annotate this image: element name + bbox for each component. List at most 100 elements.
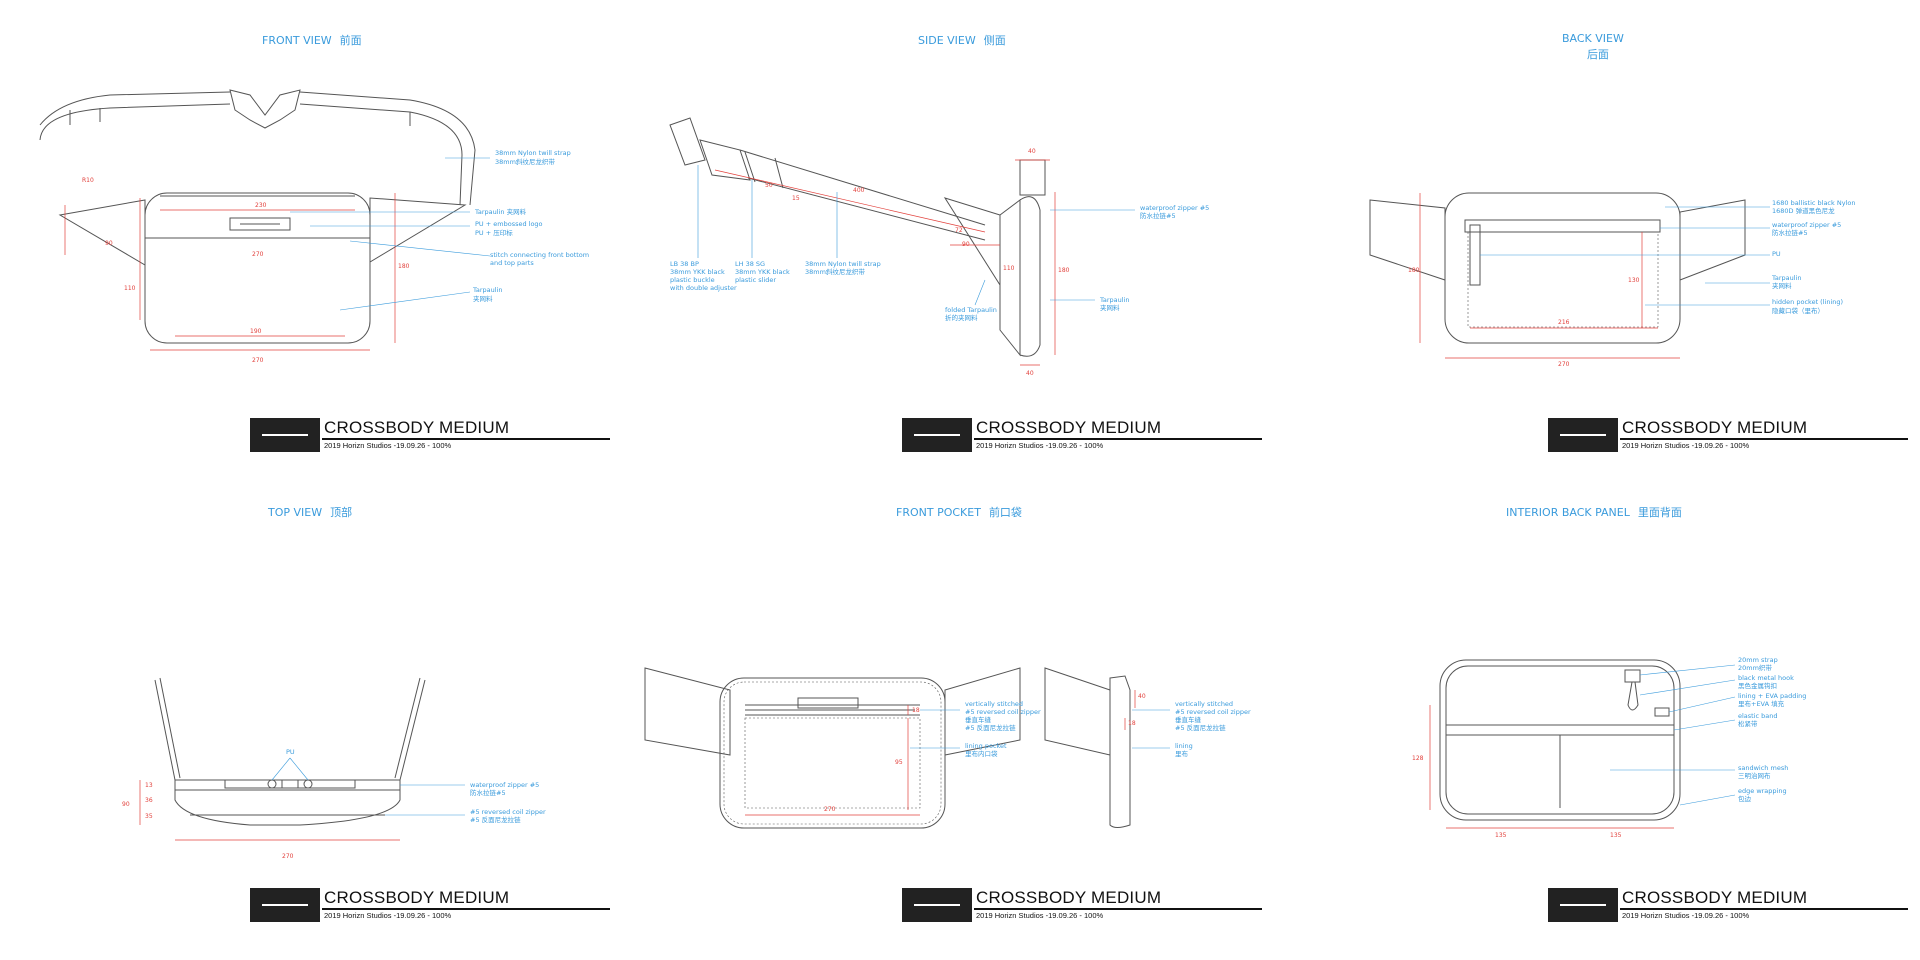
dim-95: 95	[895, 759, 903, 766]
ann-stitch: stitch connecting front bottom	[490, 251, 589, 259]
title-block-subtitle: 2019 Horizn Studios -19.09.26 - 100%	[976, 441, 1104, 450]
ann-edge-cn: 包边	[1738, 794, 1752, 803]
view-label-en: TOP VIEW	[268, 506, 323, 519]
dim-18-side: 18	[1128, 720, 1136, 727]
ann-zipper: waterproof zipper #5	[1772, 221, 1841, 229]
ann-stitch-2: and top parts	[490, 259, 534, 267]
ann-tarpaulin: Tarpaulin	[1771, 274, 1802, 282]
ann-strap-cn: 38mm斜纹尼龙织带	[805, 267, 865, 276]
ann-elastic: elastic band	[1738, 712, 1778, 720]
dim-40-bottom: 40	[1026, 370, 1034, 377]
dim-130: 130	[1628, 277, 1640, 284]
dim-270: 270	[824, 806, 836, 813]
view-label-en: BACK VIEW	[1562, 32, 1624, 45]
title-block-rule	[1620, 908, 1908, 910]
ann-coil-2-cn: #5 反面尼龙拉链	[1175, 723, 1226, 732]
ann-hook: black metal hook	[1738, 674, 1794, 682]
ann-nylon-cn: 1680D 弹道黑色尼龙	[1772, 206, 1835, 215]
dim-135-right: 135	[1610, 832, 1622, 839]
ann-lining-pocket: lining pocket	[965, 742, 1007, 750]
ann-slider-1: LH 38 SG	[735, 260, 765, 268]
dim-15: 15	[792, 195, 800, 202]
title-block-mark	[902, 418, 972, 452]
title-block-subtitle: 2019 Horizn Studios -19.09.26 - 100%	[1622, 441, 1750, 450]
ann-hidden-pocket-cn: 隐藏口袋（里布）	[1772, 306, 1824, 315]
ann-folded: folded Tarpaulin	[945, 306, 997, 314]
dim-180: 180	[1408, 267, 1420, 274]
dim-110: 110	[124, 285, 136, 292]
ann-coil-1-cn: #5 反面尼龙拉链	[965, 723, 1016, 732]
ann-pu: PU	[1772, 250, 1781, 258]
ann-zipper-cn: 防水拉链#5	[1772, 228, 1808, 237]
title-block-mark	[902, 888, 972, 922]
ann-nylon: 1680 ballistic black Nylon	[1772, 199, 1855, 207]
ann-tarpaulin-2: Tarpaulin	[472, 286, 503, 294]
title-block: CROSSBODY MEDIUM 2019 Horizn Studios -19…	[250, 418, 610, 454]
dim-36: 36	[145, 797, 153, 804]
ann-tarpaulin: Tarpaulin	[1099, 296, 1130, 304]
ann-zipper: waterproof zipper #5	[470, 781, 539, 789]
view-label: BACK VIEW 后面	[1562, 32, 1624, 62]
ann-hook-cn: 黑色金属钩扣	[1738, 681, 1777, 690]
title-block-rule	[974, 908, 1262, 910]
dim-135-left: 135	[1495, 832, 1507, 839]
panel-back-view: BACK VIEW 后面 180 216 130 270	[1280, 0, 1920, 480]
ann-slider-2: 38mm YKK black	[735, 268, 790, 276]
title-block-title: CROSSBODY MEDIUM	[1622, 418, 1808, 437]
view-label-cn: 前面	[339, 34, 362, 47]
title-block-mark	[250, 888, 320, 922]
title-block-title: CROSSBODY MEDIUM	[976, 418, 1162, 437]
ann-slider-3: plastic slider	[735, 276, 776, 284]
ann-stitched-1: vertically stitched	[965, 700, 1023, 708]
dim-180: 180	[1058, 267, 1070, 274]
dim-190: 190	[250, 328, 262, 335]
title-block-title: CROSSBODY MEDIUM	[976, 888, 1162, 907]
dim-90: 90	[962, 241, 970, 248]
title-block: CROSSBODY MEDIUM 2019 Horizn Studios -19…	[1548, 888, 1908, 924]
ann-strap: 38mm Nylon twill strap	[495, 149, 571, 157]
top-view-drawing: 90 13 36 35 270 PU waterproof zipper #5 …	[122, 677, 546, 860]
ann-pu: PU	[286, 748, 295, 756]
ann-pu-logo: PU + embossed logo	[475, 220, 543, 228]
ann-tarpaulin-cn: 夹网料	[1100, 303, 1120, 312]
ann-coil-zipper-cn: #5 反面尼龙拉链	[470, 815, 521, 824]
ann-buckle-4: with double adjuster	[670, 284, 737, 292]
ann-lining: lining	[1175, 742, 1193, 750]
view-label-cn: 前口袋	[988, 506, 1022, 519]
ann-folded-cn: 折的夹网料	[945, 313, 978, 322]
ann-strap: 38mm Nylon twill strap	[805, 260, 881, 268]
dim-18: 18	[912, 707, 920, 714]
dim-72: 72	[955, 227, 963, 234]
dim-35: 35	[145, 813, 153, 820]
title-block-mark	[1548, 888, 1618, 922]
ann-padding: lining + EVA padding	[1738, 692, 1806, 700]
title-block-subtitle: 2019 Horizn Studios -19.09.26 - 100%	[976, 911, 1104, 920]
dim-50: 50	[765, 182, 773, 189]
dim-r10: R10	[82, 177, 94, 184]
ann-coil-2: #5 reversed coil zipper	[1175, 708, 1251, 716]
dim-128: 128	[1412, 755, 1424, 762]
ann-zipper-cn: 防水拉链#5	[470, 788, 506, 797]
ann-buckle-2: 38mm YKK black	[670, 268, 725, 276]
title-block-title: CROSSBODY MEDIUM	[1622, 888, 1808, 907]
ann-coil-1: #5 reversed coil zipper	[965, 708, 1041, 716]
dim-270: 270	[282, 853, 294, 860]
dim-90: 90	[122, 801, 130, 808]
view-label-cn: 后面	[1586, 48, 1609, 61]
view-label-en: INTERIOR BACK PANEL	[1506, 506, 1630, 519]
ann-elastic-cn: 松紧带	[1738, 719, 1758, 728]
title-block-rule	[322, 908, 610, 910]
back-view-drawing: 180 216 130 270 1680 ballistic black Nyl…	[1369, 192, 1855, 368]
title-block-rule	[974, 438, 1262, 440]
front-pocket-drawing: 18 95 270 40 18 vertically stitched #5 r…	[644, 667, 1251, 829]
side-view-drawing: 400 50 15 72 90 110 180 40 40 LB 38 BP 3…	[669, 117, 1209, 377]
ann-buckle-3: plastic buckle	[670, 276, 715, 284]
ann-edge: edge wrapping	[1738, 787, 1787, 795]
